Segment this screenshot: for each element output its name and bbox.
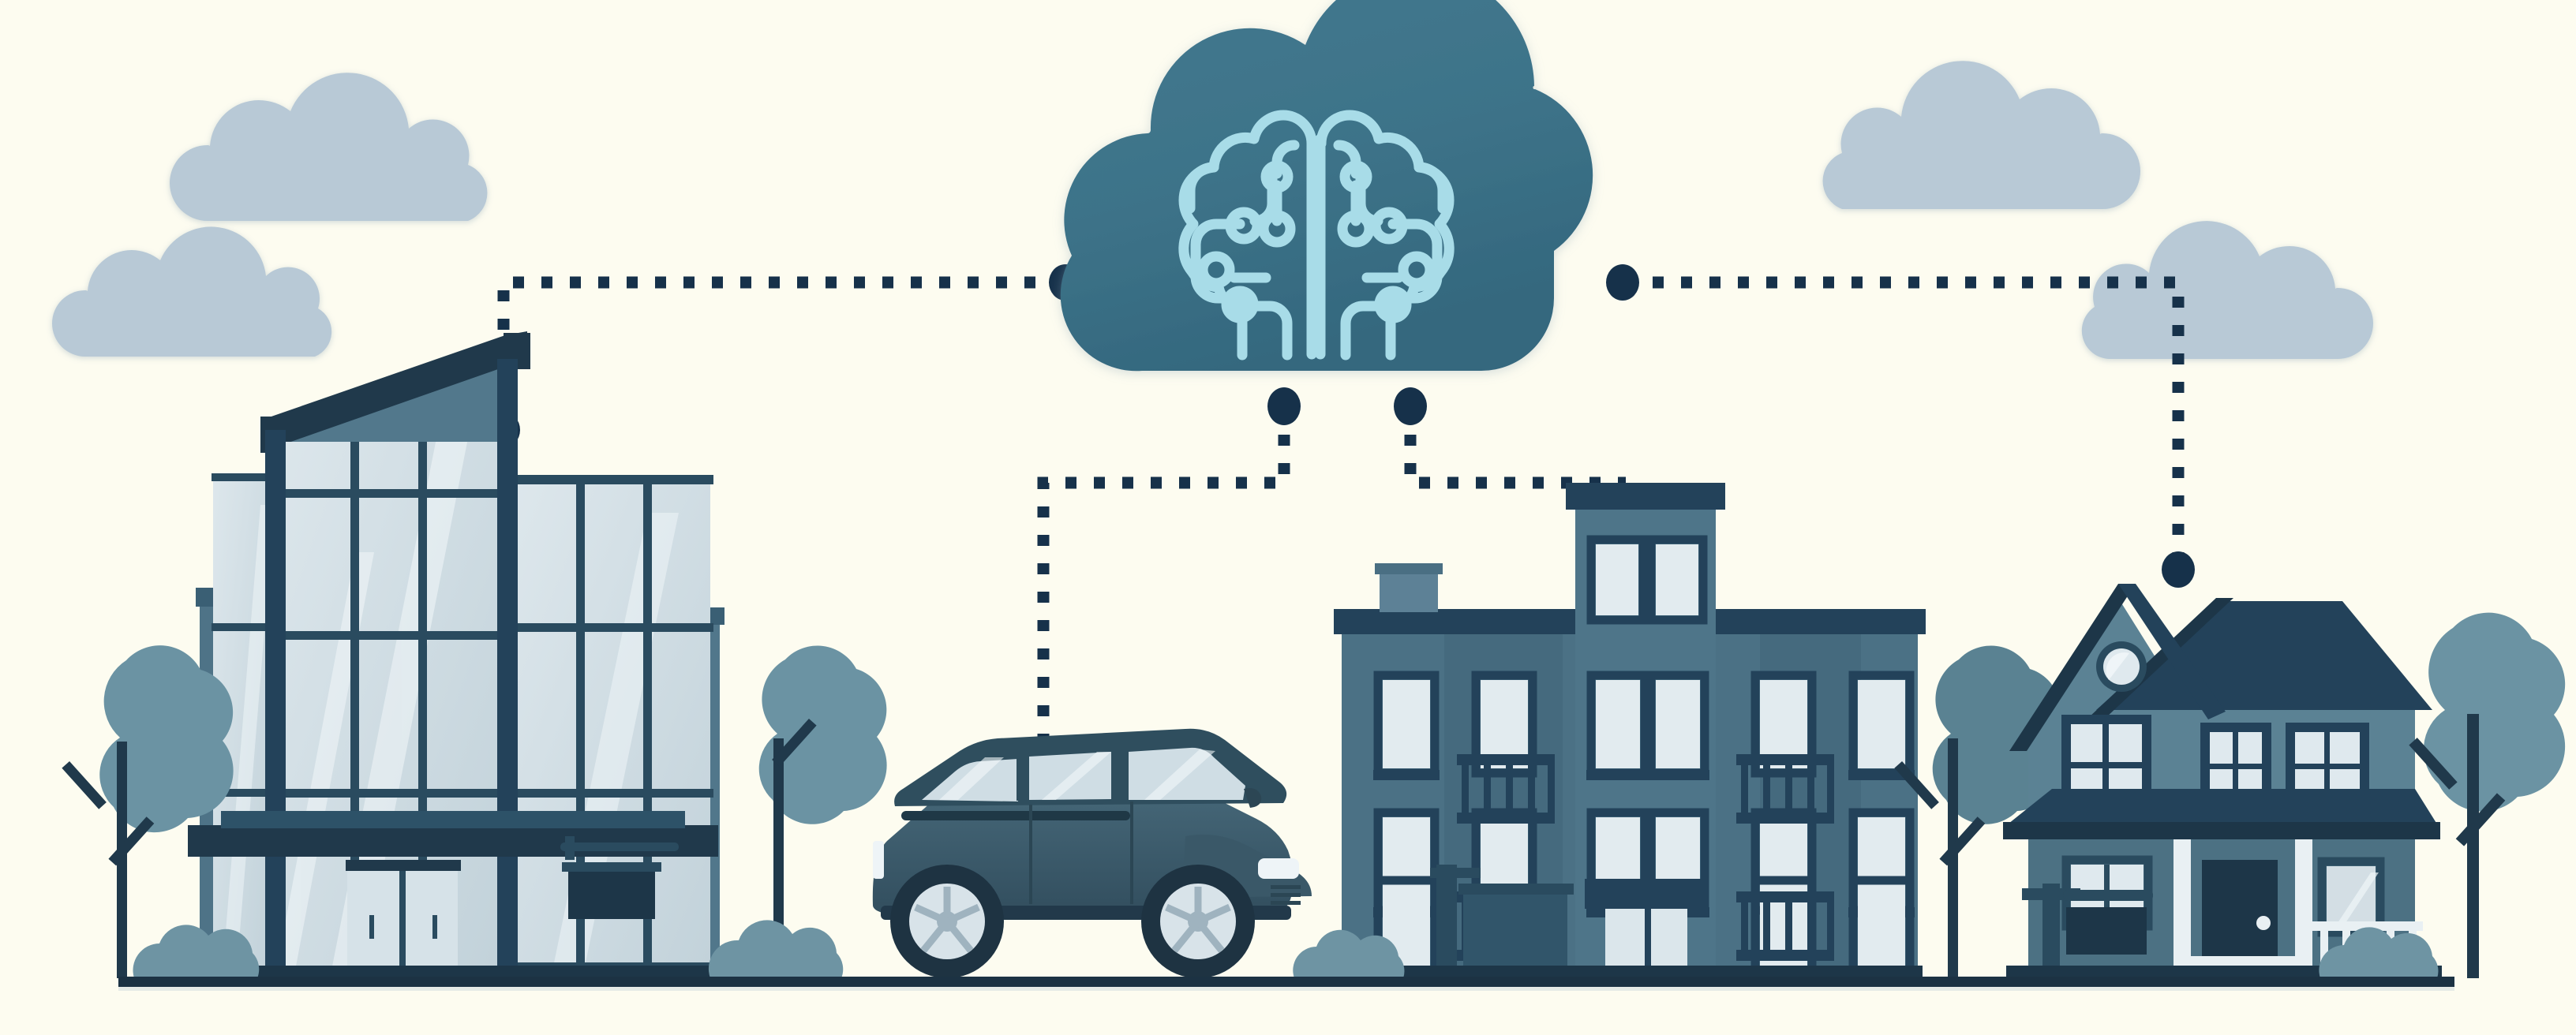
suv-wheel-rear — [890, 865, 1004, 978]
ground-baseline — [118, 977, 2454, 987]
tree-trunk — [117, 742, 127, 978]
office-slant-roof — [267, 331, 527, 444]
house-porch-column-left — [2174, 839, 2191, 978]
brain-circuit-icon — [1178, 110, 1455, 361]
suv-wheel-front — [1141, 865, 1255, 978]
apartment-entrance-canopy — [1585, 879, 1708, 909]
house-porch-column-right — [2295, 839, 2312, 978]
tree-right-outer — [2409, 612, 2566, 978]
door-knob-icon — [2256, 916, 2271, 930]
house-mailbox-post — [2022, 884, 2153, 978]
ai-cloud-node[interactable] — [1060, 0, 1593, 372]
office-building[interactable] — [188, 331, 724, 978]
bush-apartment-left — [1293, 929, 1405, 978]
apartment-tower-windows — [1586, 535, 1708, 625]
house-gable-roof-left — [2009, 584, 2136, 751]
node-house-end — [2162, 551, 2195, 588]
tree-left-outer — [62, 645, 234, 978]
apartment-building[interactable] — [1334, 483, 1926, 983]
bush-office-right — [708, 920, 844, 978]
link-cloud-to-car-path — [1037, 406, 1290, 803]
suv[interactable] — [872, 728, 1312, 978]
office-canopy — [188, 825, 718, 857]
tree-left-inner — [758, 645, 887, 978]
node-cloud-right — [1606, 264, 1639, 301]
link-cloud-to-house-path — [1624, 276, 2185, 570]
bush-left — [133, 925, 260, 978]
sky-cloud-left-upper — [170, 73, 488, 221]
node-cloud-bottom-right — [1394, 387, 1427, 425]
suv-headlight — [1258, 858, 1299, 879]
apartment-storefront — [1430, 865, 1574, 978]
sky-cloud-left-lower — [52, 226, 332, 357]
sky-cloud-right-upper — [1822, 61, 2140, 209]
house-main-roof — [2096, 601, 2432, 710]
house-porch-roof — [2005, 789, 2439, 827]
sky-cloud-right-lower — [2081, 221, 2373, 359]
office-signboard — [560, 836, 679, 919]
suv-roof-rail — [901, 811, 1130, 820]
apartment-chimney — [1380, 570, 1438, 612]
suv-taillight — [873, 841, 884, 879]
bush-house-right — [2319, 927, 2439, 978]
node-cloud-bottom-left — [1267, 387, 1301, 425]
